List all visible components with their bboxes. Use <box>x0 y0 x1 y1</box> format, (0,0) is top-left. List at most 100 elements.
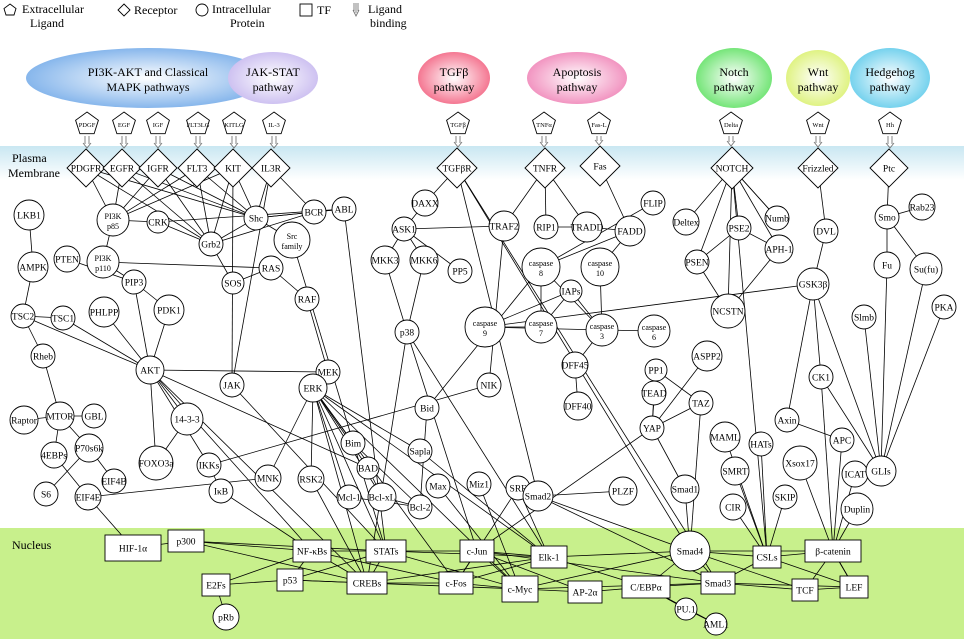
node-fadd: FADD <box>614 215 646 247</box>
edge-egfr-grb2 <box>121 167 212 245</box>
node-tsc1-label: TSC1 <box>52 315 74 325</box>
node-iaps: IAPs <box>559 279 583 303</box>
node-ncstn-shape <box>710 293 746 329</box>
node-tsc2-label: TSC2 <box>12 313 34 323</box>
node-ck1: CK1 <box>808 364 834 390</box>
node-pdgfr-label: PDGFR <box>71 165 102 175</box>
node-l_pdgf: PDGF <box>75 111 99 135</box>
node-mkk3-label: MKK3 <box>372 257 399 267</box>
edge-ck1-bcat <box>820 376 834 552</box>
node-tsc1: TSC1 <box>50 305 76 331</box>
node-gbl: GBL <box>81 403 107 429</box>
node-pp5-label: PP5 <box>452 268 468 278</box>
node-deltex: Deltex <box>672 208 700 236</box>
node-gbl-label: GBL <box>85 413 104 423</box>
node-nfkb: NF-κBs <box>292 539 332 563</box>
node-nik-label: NIK <box>481 382 498 392</box>
node-pten: PTEN <box>53 245 81 273</box>
pathway-pi3k-label-line1: PI3K-AKT and Classical <box>88 65 209 79</box>
node-mkk6: MKK6 <box>409 245 439 275</box>
edge-erk-stats <box>312 387 387 552</box>
edge-nfkb-cfos <box>311 550 457 584</box>
node-mcl1: Mcl-1 <box>336 484 362 510</box>
node-ikb: IκB <box>208 478 234 504</box>
node-mkk6-shape <box>409 245 439 275</box>
node-eif4e: EIF4E <box>74 483 102 511</box>
edge-max-cmyc <box>437 485 521 590</box>
box-legend-icon <box>299 3 313 17</box>
node-mnk: MNK <box>254 464 282 492</box>
node-ap2a: AP-2α <box>567 580 603 604</box>
node-l_egf: EGF <box>112 111 136 135</box>
node-cmyc-label: c-Myc <box>508 586 533 596</box>
node-smad1-shape <box>670 474 700 504</box>
node-aspp2: ASPP2 <box>691 340 723 372</box>
node-smad4-label: Smad4 <box>677 548 704 558</box>
node-tradd-shape <box>571 211 603 243</box>
node-prb: pRb <box>212 603 240 631</box>
node-casp10-label-1: caspase <box>588 259 613 268</box>
node-pdk1-label: PDK1 <box>157 307 181 317</box>
node-daxx: DAXX <box>411 189 439 217</box>
node-frizzled-label: Frizzled <box>802 165 833 175</box>
pathway-notch-bubble <box>696 48 772 108</box>
node-taz-label: TAZ <box>692 400 710 410</box>
node-apc-label: APC <box>833 437 851 447</box>
node-flt3-shape <box>177 148 217 188</box>
node-dvl-shape <box>813 218 839 244</box>
ligand-binding-arrows <box>82 136 895 149</box>
node-casp10-label-2: 10 <box>596 269 604 278</box>
node-casp6-label-1: caspase <box>642 323 667 332</box>
node-kit-label: KIT <box>225 165 241 175</box>
node-l_egf-shape <box>112 111 136 135</box>
node-ebp4-shape <box>40 441 68 469</box>
node-pi3k110-label-1: PI3K <box>95 254 112 263</box>
edge-erk-elk1 <box>312 387 550 558</box>
edge-erk-rsk2 <box>310 387 314 480</box>
node-raptor: Raptor <box>9 405 39 435</box>
node-mcl1-label: Mcl-1 <box>337 494 360 504</box>
node-l_il3-shape <box>262 111 286 135</box>
node-gsk3b-label: GSK3β <box>799 281 828 291</box>
node-casp8-label-2: 8 <box>539 269 543 278</box>
node-tcf-label: TCF <box>796 587 813 597</box>
node-l_tgfb: TGFβ <box>446 111 470 135</box>
node-rheb: Rheb <box>30 343 56 369</box>
node-ncstn-label: NCSTN <box>712 308 743 318</box>
node-lef-shape <box>839 575 869 599</box>
node-lkb1: LKB1 <box>13 199 45 231</box>
node-erk-label: ERK <box>304 385 323 395</box>
node-aml1-shape <box>704 612 728 636</box>
node-l_tnfa-label: TNFα <box>536 122 552 129</box>
node-abl-label: ABL <box>335 206 354 216</box>
node-p300: p300 <box>167 529 205 553</box>
edge-il3r-jak <box>231 167 272 386</box>
node-raf: RAF <box>294 286 320 312</box>
node-plzf-label: PLZF <box>612 488 634 498</box>
node-apc: APC <box>829 427 855 453</box>
node-smad2-label: Smad2 <box>525 493 552 503</box>
node-cfos-label: c-Fos <box>445 580 466 590</box>
nucleus-label: Nucleus <box>12 538 52 552</box>
edge-yap-cjun <box>476 427 653 552</box>
node-bad-label: BAD <box>358 465 378 475</box>
node-kit: KIT <box>213 148 253 188</box>
node-sufu-label: Su(fu) <box>914 265 938 276</box>
node-axin-label: Axin <box>778 417 797 427</box>
node-lef-label: LEF <box>846 584 863 594</box>
node-bad: BAD <box>356 456 380 480</box>
node-bcl2-label: Bcl-2 <box>409 504 430 514</box>
legend-binding-line2: binding <box>370 16 407 30</box>
node-bid-label: Bid <box>420 405 434 415</box>
pentagon-legend-icon <box>3 3 17 16</box>
node-igfr: IGFR <box>138 148 178 188</box>
node-smrt-label: SMRT <box>722 468 747 478</box>
node-l_delta: Delta <box>719 111 743 135</box>
node-axin: Axin <box>774 407 800 433</box>
node-smad3: Smad3 <box>700 571 736 595</box>
